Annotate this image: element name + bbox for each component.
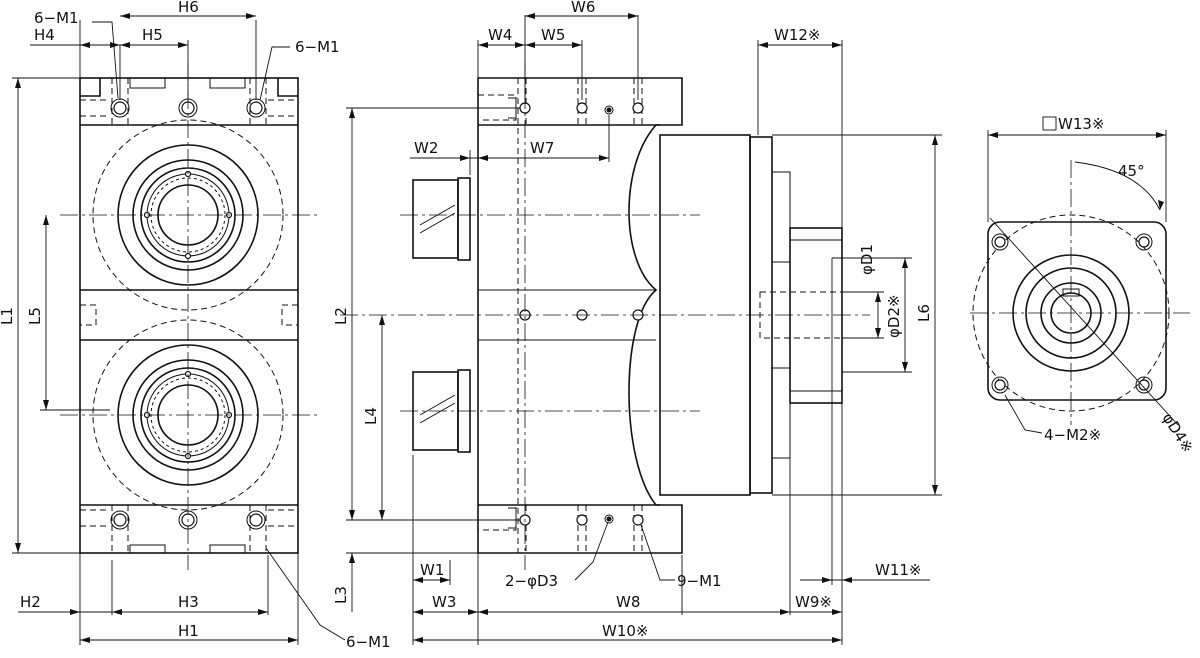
front-view-dimensions [12, 13, 346, 645]
label-w7: W7 [530, 139, 554, 157]
label-h6: H6 [178, 0, 199, 16]
label-m1-top-left: 6−M1 [34, 9, 79, 27]
label-w9: W9※ [795, 593, 832, 611]
label-l2: L2 [332, 307, 350, 325]
label-m2: 4−M2※ [1044, 426, 1101, 444]
label-w2: W2 [414, 139, 438, 157]
label-w4: W4 [488, 26, 512, 44]
label-angle-45: 45° [1118, 162, 1145, 180]
label-h4: H4 [34, 26, 55, 44]
label-d3: 2−φD3 [505, 572, 558, 590]
label-l5: L5 [26, 307, 44, 325]
label-d2: φD2※ [885, 294, 903, 338]
label-w12: W12※ [774, 26, 821, 44]
label-l1: L1 [0, 307, 16, 325]
end-view-dimensions [987, 116, 1167, 434]
label-w8: W8 [616, 593, 640, 611]
label-d1: φD1 [858, 244, 876, 275]
label-d4: φD4※ [1159, 410, 1197, 456]
label-l4: L4 [362, 407, 380, 425]
label-l3: L3 [332, 586, 350, 604]
end-view [970, 160, 1190, 426]
label-h3: H3 [178, 593, 199, 611]
label-w3: W3 [432, 593, 456, 611]
label-h1: H1 [178, 622, 199, 640]
label-w6: W6 [571, 0, 595, 16]
label-w13: W13※ [1058, 115, 1105, 133]
label-w10: W10※ [602, 622, 649, 640]
label-h5: H5 [142, 26, 163, 44]
label-l6: L6 [915, 304, 933, 322]
label-w11: W11※ [875, 561, 922, 579]
front-view [60, 62, 318, 570]
label-w1: W1 [420, 561, 444, 579]
label-m1-top-right: 6−M1 [295, 38, 340, 56]
label-m1-bottom: 6−M1 [346, 633, 391, 651]
label-m1-side: 9−M1 [677, 572, 722, 590]
label-h2: H2 [20, 593, 41, 611]
side-view-dimensions [346, 13, 942, 645]
label-w5: W5 [541, 26, 565, 44]
